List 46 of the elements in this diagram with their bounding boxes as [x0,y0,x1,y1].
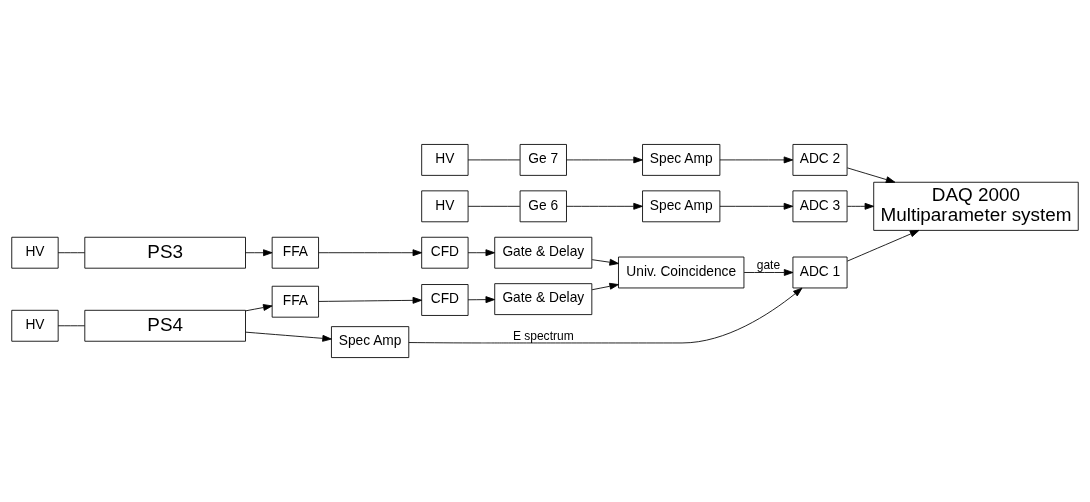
node-box: ADC 2 [792,144,848,176]
arrow [318,249,423,257]
arrow [318,296,423,304]
arrow [846,230,920,262]
connector [57,252,86,254]
node-box: FFA [271,285,319,318]
arrow [719,156,794,164]
arrow [846,167,896,183]
connector [57,325,86,327]
edge-label: gate [756,258,781,273]
node-box: PS3 [84,236,246,269]
arrow [467,296,495,304]
node-box: CFD [421,284,469,316]
node-box: HV [11,309,59,342]
node-box: Ge 7 [519,144,567,176]
connector [467,159,521,161]
node-box: Gate & Delay [494,283,593,315]
arrow [467,249,495,257]
node-box: PS4 [84,309,246,342]
arrow [591,282,619,291]
edge-label: E spectrum [512,328,574,343]
node-box: HV [421,190,469,223]
node-box: Ge 6 [519,190,567,223]
arrow [408,287,803,344]
arrow [566,202,643,210]
node-box: Spec Amp [642,190,721,223]
arrow [245,304,273,312]
node-box: Spec Amp [331,326,410,358]
arrow [591,258,619,266]
node-box: HV [11,236,59,269]
node-box: Univ. Coincidence [618,256,745,289]
node-box: HV [421,144,469,176]
arrow [719,202,794,210]
arrow [245,331,332,342]
node-box: Spec Amp [642,144,721,176]
node-box: FFA [271,236,319,269]
connector [467,205,521,207]
node-box: CFD [421,236,469,269]
arrow [566,156,643,164]
arrow [743,269,794,276]
arrow [846,202,875,210]
node-box: ADC 3 [792,190,848,223]
node-box: Gate & Delay [494,236,593,269]
arrow [245,249,273,257]
node-box: DAQ 2000 Multiparameter system [873,181,1079,231]
node-box: ADC 1 [792,256,848,289]
